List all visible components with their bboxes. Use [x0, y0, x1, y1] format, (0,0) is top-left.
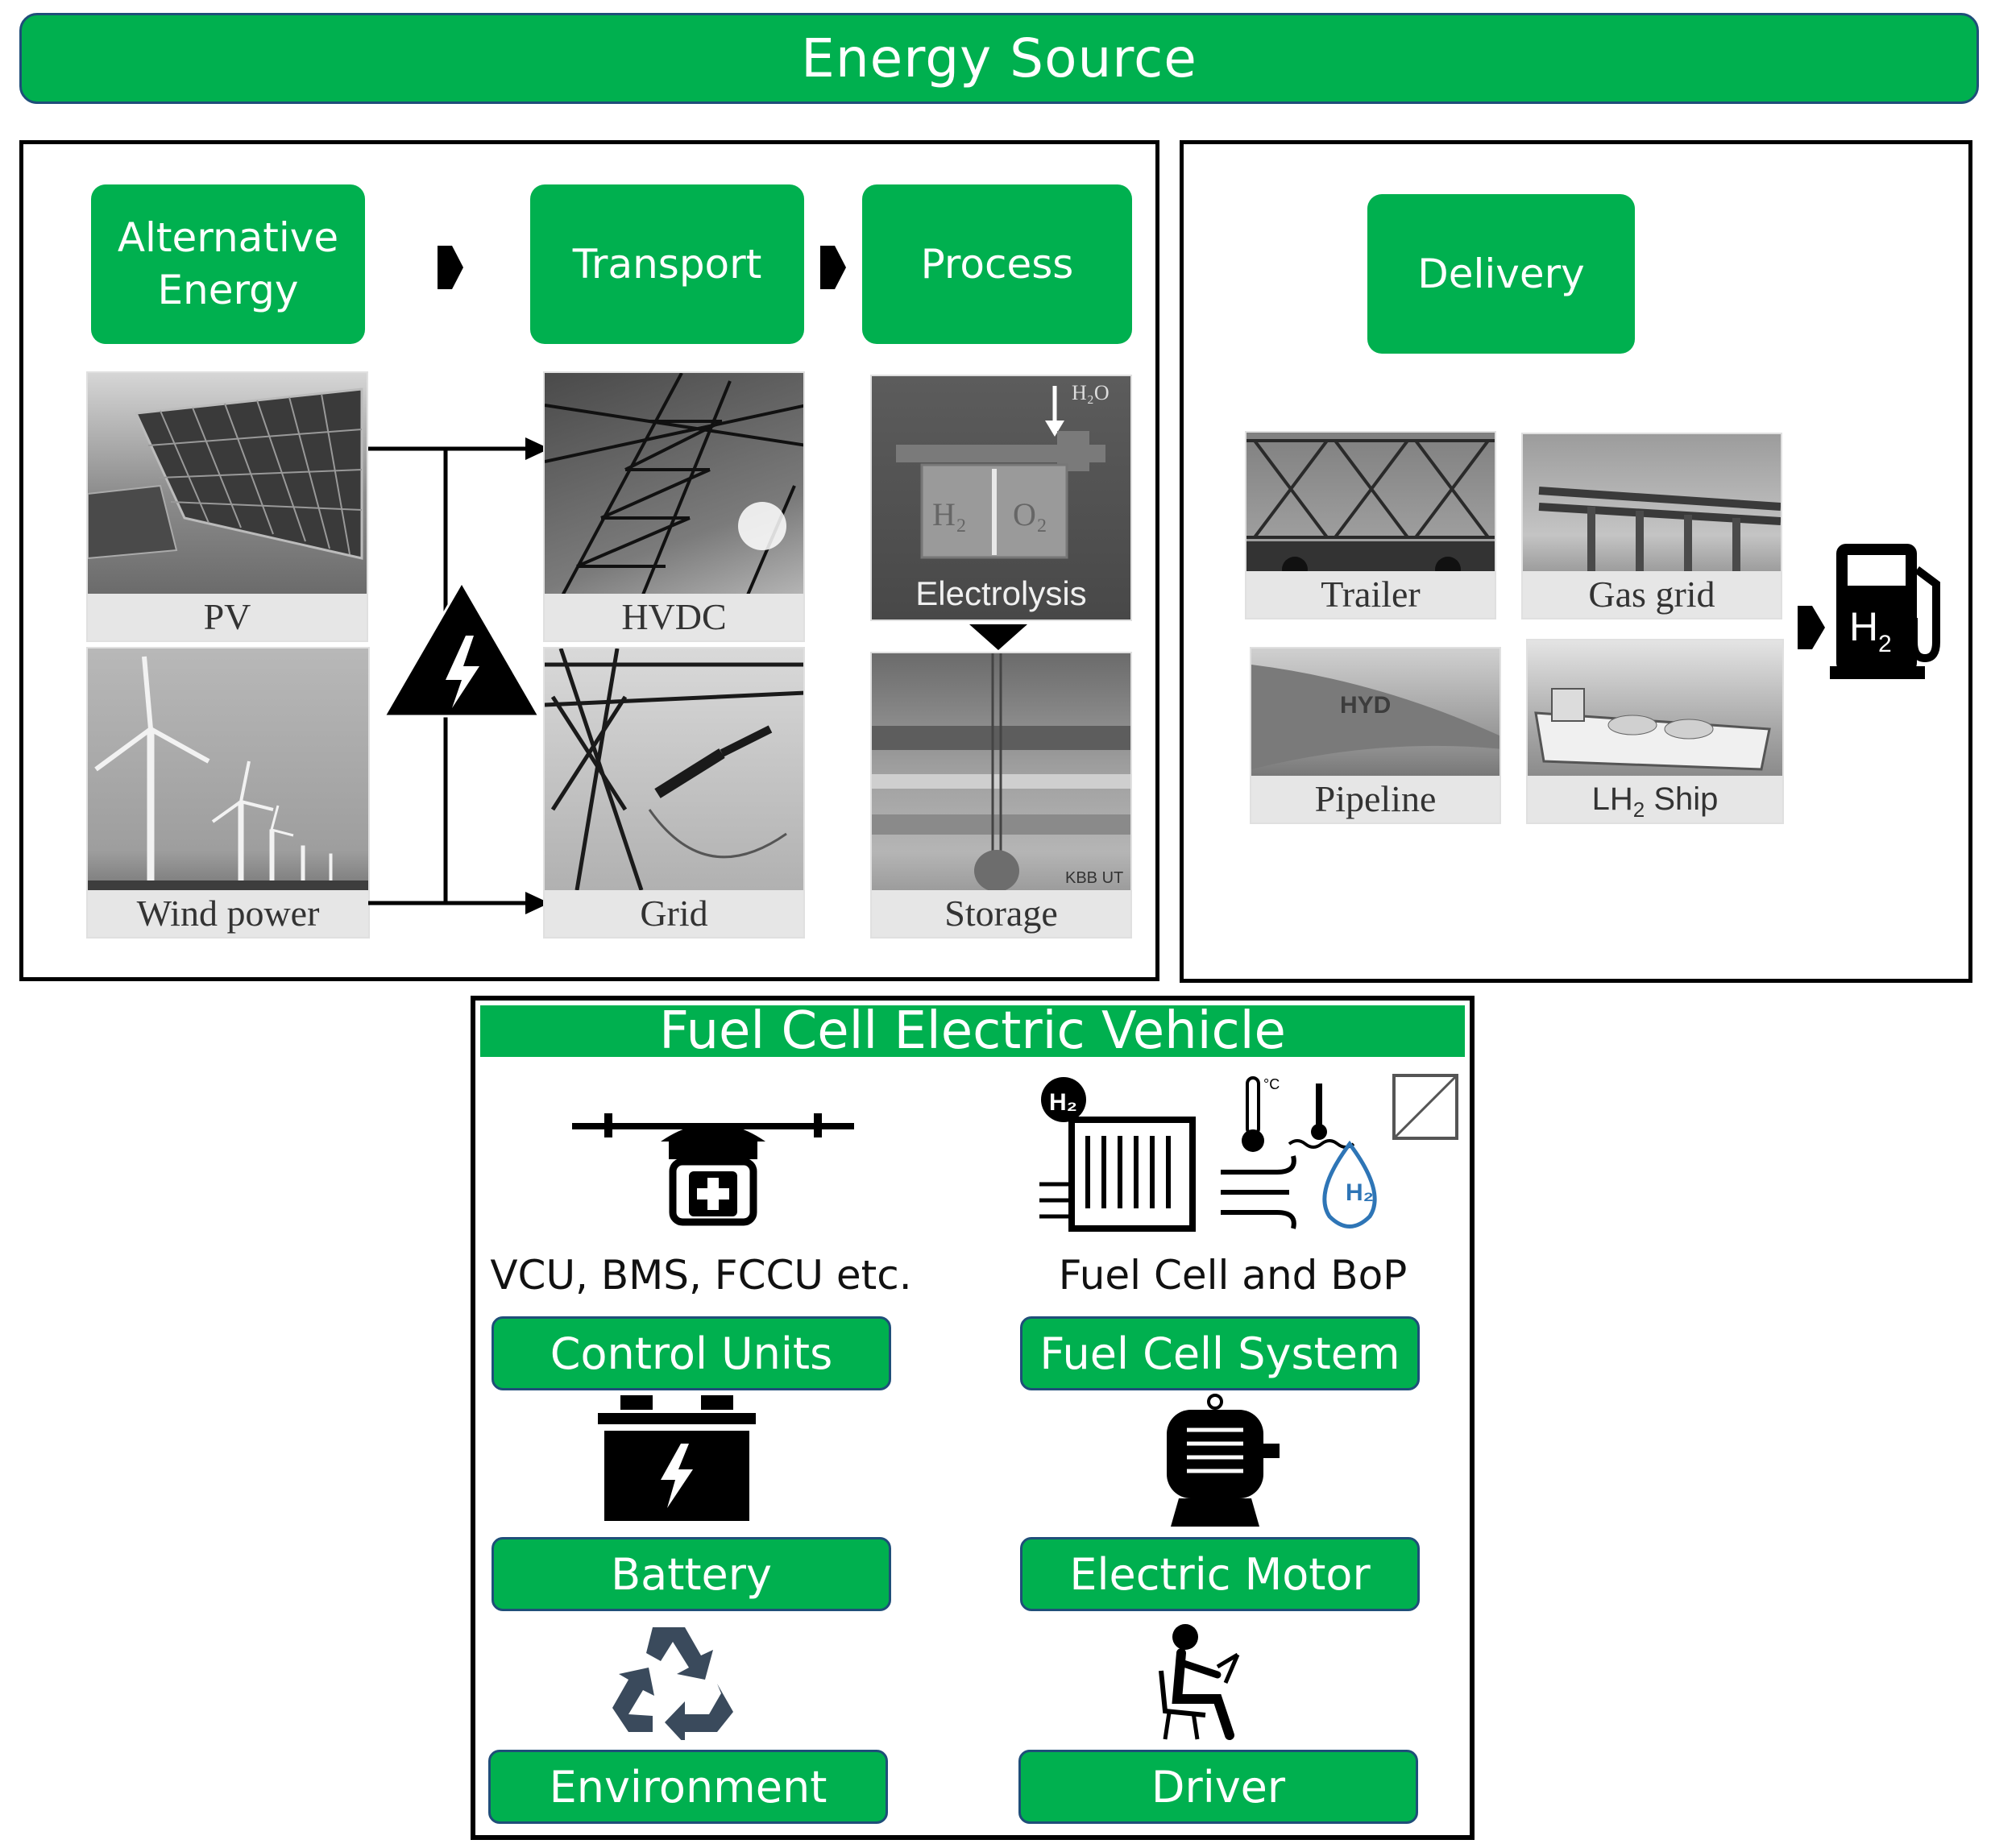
h2o-label: H₂O: [1072, 381, 1110, 404]
electrolyzer-icon: H₂ O₂: [896, 386, 1105, 559]
kbb-label: KBB UT: [1065, 869, 1123, 887]
driver-label: Driver: [1018, 1750, 1418, 1824]
solar-panel-icon: [88, 387, 363, 560]
pump-h-text: H: [1849, 604, 1878, 649]
control-units-label: Control Units: [492, 1316, 891, 1390]
hvdc-photo: HVDC: [543, 371, 805, 642]
pipeline-text: HYD: [1340, 692, 1391, 719]
hydrogen-fuel-pump-icon: H 2: [1830, 544, 1940, 679]
driver-icon: [1159, 1624, 1240, 1740]
control-units-subtitle: VCU, BMS, FCCU etc.: [490, 1252, 912, 1299]
fcev-title: Fuel Cell Electric Vehicle: [659, 1001, 1286, 1061]
electrolysis-caption: Electrolysis: [915, 574, 1087, 612]
drone-icon: [572, 1113, 854, 1226]
hvdc-caption: HVDC: [545, 594, 803, 640]
flow-arrow-icon: [1798, 606, 1825, 649]
electrolysis-photo: H₂O H₂ O₂ Electrolysis: [870, 375, 1132, 621]
recycle-icon: [612, 1627, 733, 1740]
high-voltage-warning-icon: [382, 580, 541, 718]
gas-grid-photo: Gas grid: [1521, 433, 1782, 619]
environment-label: Environment: [488, 1750, 888, 1824]
transport-label: Transport: [572, 240, 762, 288]
h2-badge-text: H₂: [1049, 1089, 1077, 1116]
wind-turbine-icon: [88, 656, 368, 890]
fuel-cell-subtitle: Fuel Cell and BoP: [1058, 1252, 1408, 1299]
control-units-text: Control Units: [550, 1328, 833, 1379]
hydrogen-pipeline-icon: HYD: [1251, 665, 1499, 769]
alternative-energy-box: Alternative Energy: [91, 184, 365, 344]
tanker-ship-icon: [1534, 688, 1771, 771]
flow-arrow-icon: [820, 246, 846, 289]
lh2-ship-caption: LH2 Ship: [1528, 776, 1782, 822]
battery-icon: [598, 1395, 756, 1521]
electric-motor-label: Electric Motor: [1020, 1537, 1420, 1611]
delivery-box: Delivery: [1367, 194, 1635, 354]
delivery-label: Delivery: [1417, 250, 1585, 297]
storage-caption: Storage: [872, 890, 1130, 937]
pipeline-photo: HYD Pipeline: [1250, 647, 1501, 824]
water-h2-text: H₂: [1346, 1179, 1374, 1206]
grid-caption: Grid: [545, 890, 803, 937]
wind-power-photo: Wind power: [86, 647, 370, 939]
fuel-cell-bop-icons: H₂ °C H₂: [1039, 1074, 1458, 1232]
fuel-cell-system-text: Fuel Cell System: [1039, 1328, 1400, 1379]
storage-photo: KBB UT Storage: [870, 652, 1132, 939]
electric-motor-icon: [1167, 1394, 1280, 1527]
gas-pipeline-icon: [1538, 487, 1781, 571]
h2-text: H₂: [932, 496, 967, 532]
alternative-energy-line2: Energy: [157, 267, 299, 313]
fuel-cell-system-label: Fuel Cell System: [1020, 1316, 1420, 1390]
gas-grid-caption: Gas grid: [1523, 571, 1781, 618]
tube-trailer-icon: [1246, 439, 1495, 582]
pump-sub-text: 2: [1878, 631, 1892, 657]
down-arrow-icon: [969, 624, 1027, 650]
power-grid-icon: [545, 648, 803, 891]
production-chain-panel: Alternative Energy Transport Process PV: [19, 140, 1159, 981]
celsius-text: °C: [1263, 1076, 1280, 1092]
trailer-caption: Trailer: [1246, 571, 1495, 618]
lh2-ship-caption-sub: 2: [1632, 798, 1645, 822]
alternative-energy-line1: Alternative: [117, 214, 339, 261]
lh2-ship-caption-rest: Ship: [1645, 781, 1719, 817]
trailer-photo: Trailer: [1245, 431, 1496, 619]
transport-box: Transport: [530, 184, 804, 344]
pv-photo: PV: [86, 371, 368, 642]
energy-source-title: Energy Source: [801, 27, 1197, 89]
process-box: Process: [862, 184, 1132, 344]
wind-power-caption: Wind power: [88, 890, 368, 937]
lh2-ship-caption-main: LH: [1591, 781, 1633, 817]
o2-text: O₂: [1013, 496, 1047, 532]
pv-caption: PV: [88, 594, 367, 640]
driver-text: Driver: [1151, 1761, 1286, 1813]
battery-label: Battery: [492, 1537, 891, 1611]
grid-photo: Grid: [543, 647, 805, 939]
transmission-tower-icon: [545, 373, 803, 599]
environment-text: Environment: [549, 1761, 828, 1813]
energy-source-banner: Energy Source: [19, 13, 1979, 104]
electric-motor-text: Electric Motor: [1069, 1548, 1371, 1600]
salt-cavern-icon: KBB UT: [872, 653, 1130, 892]
flow-arrow-icon: [438, 246, 463, 289]
delivery-panel: Delivery Trailer: [1180, 140, 1972, 983]
lh2-ship-photo: LH2 Ship: [1526, 639, 1784, 824]
battery-text: Battery: [611, 1548, 772, 1600]
process-label: Process: [920, 240, 1074, 288]
fcev-panel: Fuel Cell Electric Vehicle VCU, BMS, FCC…: [471, 996, 1475, 1840]
fcev-title-bar: Fuel Cell Electric Vehicle: [480, 1001, 1465, 1061]
pipeline-caption: Pipeline: [1251, 776, 1499, 822]
